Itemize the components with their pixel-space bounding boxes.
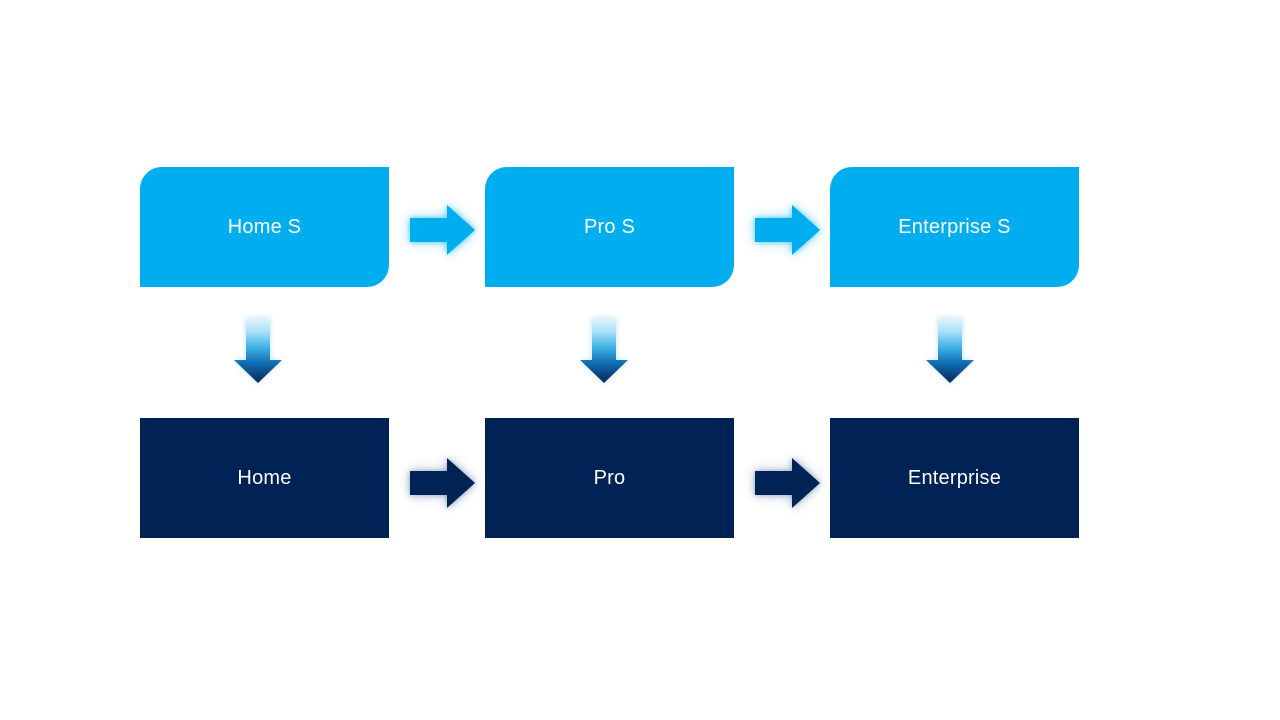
right-arrow-icon [410, 458, 475, 508]
down-arrow-icon [234, 318, 282, 383]
right-arrow-icon [755, 458, 820, 508]
bottom-box-enterprise: Enterprise [830, 418, 1079, 538]
bottom-box-label: Home [237, 467, 292, 489]
down-arrow-icon [926, 318, 974, 383]
top-box-enterprise-s: Enterprise S [830, 167, 1079, 287]
bottom-box-label: Pro [593, 467, 626, 489]
bottom-box-label: Enterprise [907, 467, 1002, 489]
top-box-label: Home S [227, 216, 302, 238]
right-arrow-icon [410, 205, 475, 255]
right-arrow-icon [755, 205, 820, 255]
top-box-label: Pro S [583, 216, 636, 238]
top-box-label: Enterprise S [898, 216, 1011, 238]
down-arrow-icon [580, 318, 628, 383]
bottom-box-home: Home [140, 418, 389, 538]
top-box-home-s: Home S [140, 167, 389, 287]
bottom-box-pro: Pro [485, 418, 734, 538]
top-box-pro-s: Pro S [485, 167, 734, 287]
